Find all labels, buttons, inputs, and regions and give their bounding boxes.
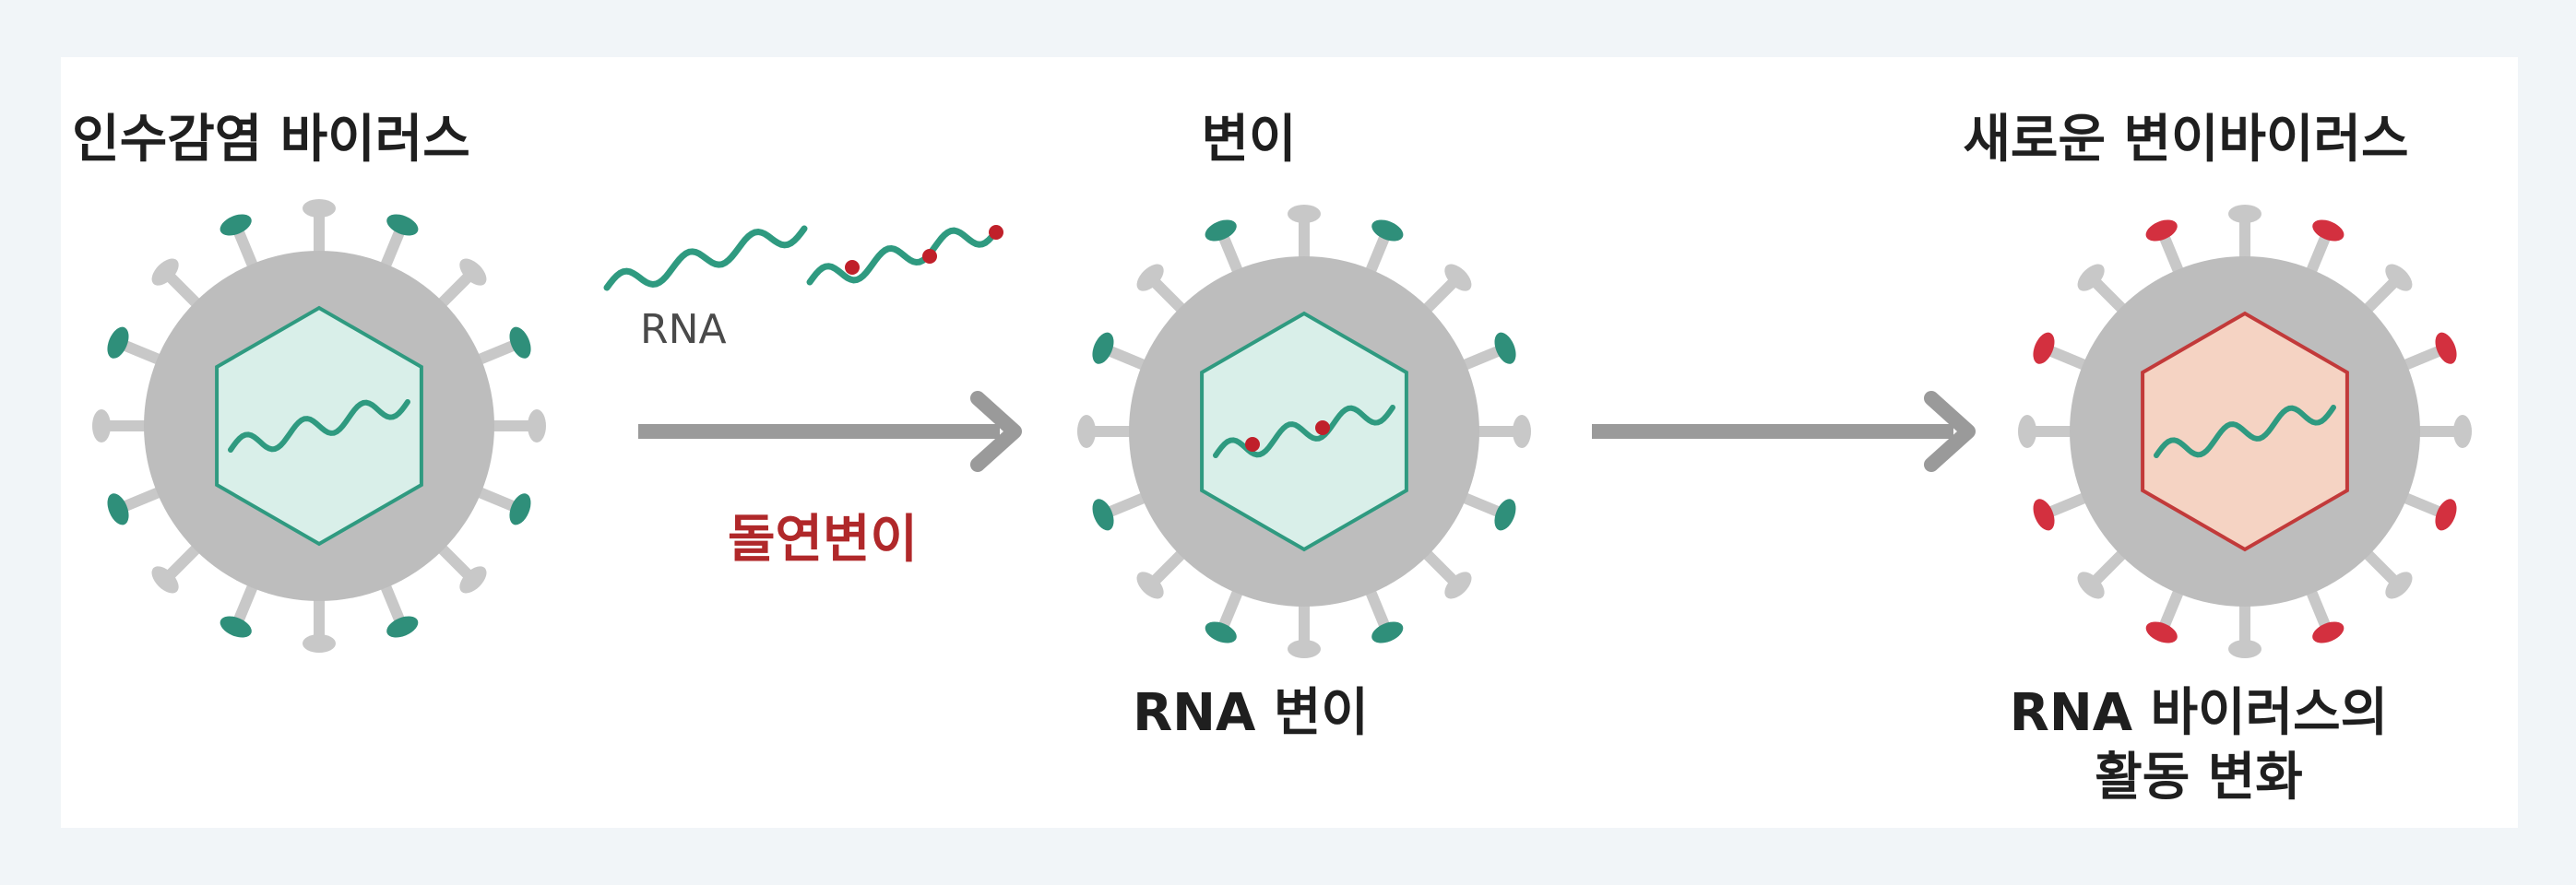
spike-tip xyxy=(2145,621,2178,643)
spike-tip xyxy=(92,409,111,442)
spike-tip xyxy=(1371,621,1404,643)
spike-tip xyxy=(1444,264,1472,291)
spike-tip xyxy=(2312,621,2345,643)
spike-tip xyxy=(459,258,487,286)
spike-tip xyxy=(151,258,179,286)
mutation-dot-icon xyxy=(845,260,860,275)
spike-tip xyxy=(2228,205,2261,223)
spike-tip xyxy=(2312,219,2345,242)
spike-tip xyxy=(2453,415,2472,448)
spike-tip xyxy=(1092,332,1114,364)
mutated-rna-strand-icon xyxy=(806,225,1002,286)
new-variant-virus-icon xyxy=(2018,205,2472,658)
spike-tip xyxy=(1136,572,1164,599)
spike-tip xyxy=(2228,640,2261,658)
diagram-card: 인수감염 바이러스 변이 새로운 변이바이러스 RNA xyxy=(61,57,2518,828)
mutation-dot xyxy=(1315,420,1330,435)
mutation-dot xyxy=(1245,437,1260,452)
original-virus-icon xyxy=(92,199,546,653)
spike-tip xyxy=(220,616,252,638)
spike-tip xyxy=(2435,332,2457,364)
spike-tip xyxy=(509,326,531,359)
spike-tip xyxy=(1513,415,1531,448)
stage-3-caption-line-2: 활동 변화 xyxy=(2095,748,2303,808)
spike-tip xyxy=(107,493,129,525)
spike-tip xyxy=(1205,219,1237,242)
spike-tip xyxy=(2385,264,2413,291)
arrow-right-icon xyxy=(1592,391,1976,472)
spike-tip xyxy=(2385,572,2413,599)
spike-tip xyxy=(2077,572,2105,599)
spike-tip xyxy=(1136,264,1164,291)
spike-tip xyxy=(1077,415,1096,448)
rna-strand xyxy=(2154,405,2336,458)
virus-mutation-diagram: 인수감염 바이러스 변이 새로운 변이바이러스 RNA xyxy=(72,110,2472,808)
stage-3-title: 새로운 변이바이러스 xyxy=(1963,110,2408,170)
spike-tip xyxy=(151,566,179,594)
spike-tip xyxy=(1494,332,1516,364)
mutation-dot-icon xyxy=(989,225,1003,240)
stage-1-title: 인수감염 바이러스 xyxy=(72,110,470,170)
spike-tip xyxy=(1092,499,1114,531)
spike-tip xyxy=(1371,219,1404,242)
spike-tip xyxy=(2145,219,2178,242)
spike-tip xyxy=(1288,205,1321,223)
stage-2-title: 변이 xyxy=(1201,110,1296,170)
rna-label: RNA xyxy=(640,306,727,353)
spike-tip xyxy=(1494,499,1516,531)
spike-tip xyxy=(2033,499,2055,531)
spike-tip xyxy=(2018,415,2036,448)
mutation-dot-icon xyxy=(922,249,937,264)
spike-tip xyxy=(528,409,546,442)
rna-strand xyxy=(1213,405,1395,458)
arrow-right-icon xyxy=(638,391,1022,472)
stage-3-caption-line-1: RNA 바이러스의 xyxy=(2010,683,2388,743)
spike-tip xyxy=(2435,499,2457,531)
mutated-rna-virus-icon xyxy=(1077,205,1531,658)
stage-2-caption: RNA 변이 xyxy=(1133,683,1369,743)
rna-strand-icon xyxy=(603,225,808,291)
spike-tip xyxy=(303,634,336,653)
spike-tip xyxy=(1288,640,1321,658)
mutation-label: 돌연변이 xyxy=(728,510,918,570)
spike-tip xyxy=(107,326,129,359)
spike-tip xyxy=(509,493,531,525)
spike-tip xyxy=(2077,264,2105,291)
spike-tip xyxy=(303,199,336,218)
rna-strand xyxy=(228,399,410,453)
spike-tip xyxy=(220,214,252,236)
spike-tip xyxy=(1444,572,1472,599)
spike-tip xyxy=(1205,621,1237,643)
spike-tip xyxy=(2033,332,2055,364)
spike-tip xyxy=(386,616,419,638)
spike-tip xyxy=(386,214,419,236)
spike-tip xyxy=(459,566,487,594)
